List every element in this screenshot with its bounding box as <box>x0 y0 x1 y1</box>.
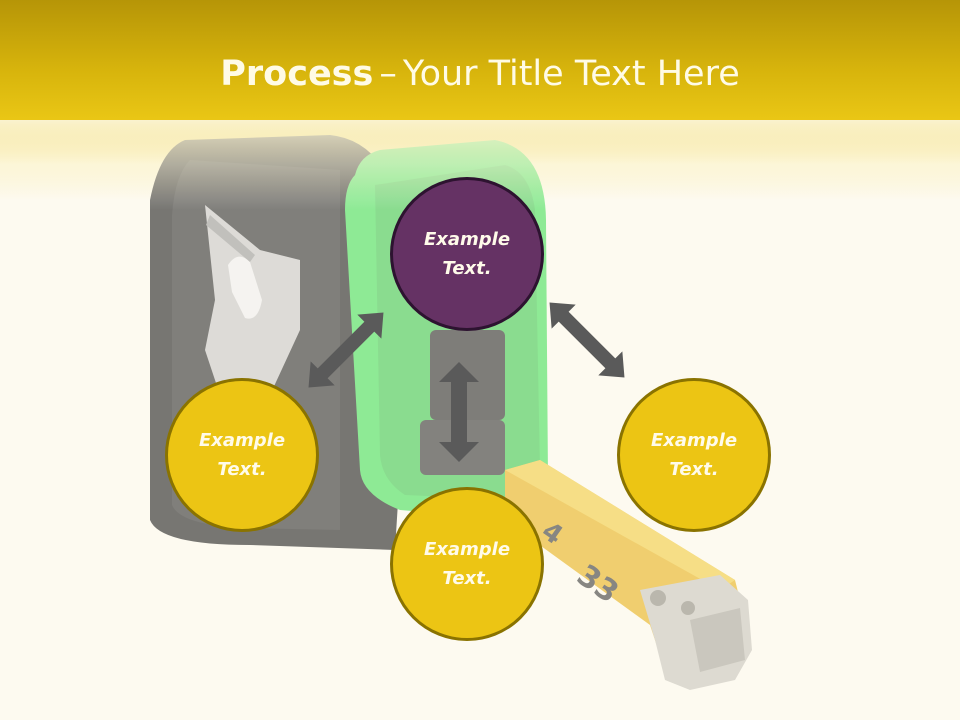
title-bold: Process <box>220 54 374 94</box>
node-top-label: Example Text. <box>423 229 511 279</box>
node-bottom: Example Text. <box>390 487 544 641</box>
title-dash: – <box>379 54 397 94</box>
node-left: Example Text. <box>165 378 319 532</box>
arrow-vertical <box>439 362 479 462</box>
title-rest: Your Title Text Here <box>402 54 740 94</box>
page-title: Process–Your Title Text Here <box>0 52 960 96</box>
node-right: Example Text. <box>617 378 771 532</box>
arrow-upper-right <box>549 302 625 378</box>
node-right-label: Example Text. <box>650 430 738 480</box>
arrows <box>308 302 625 462</box>
node-top: Example Text. <box>390 177 544 331</box>
node-bottom-label: Example Text. <box>423 539 511 589</box>
node-left-label: Example Text. <box>198 430 286 480</box>
arrow-upper-left <box>308 312 384 388</box>
